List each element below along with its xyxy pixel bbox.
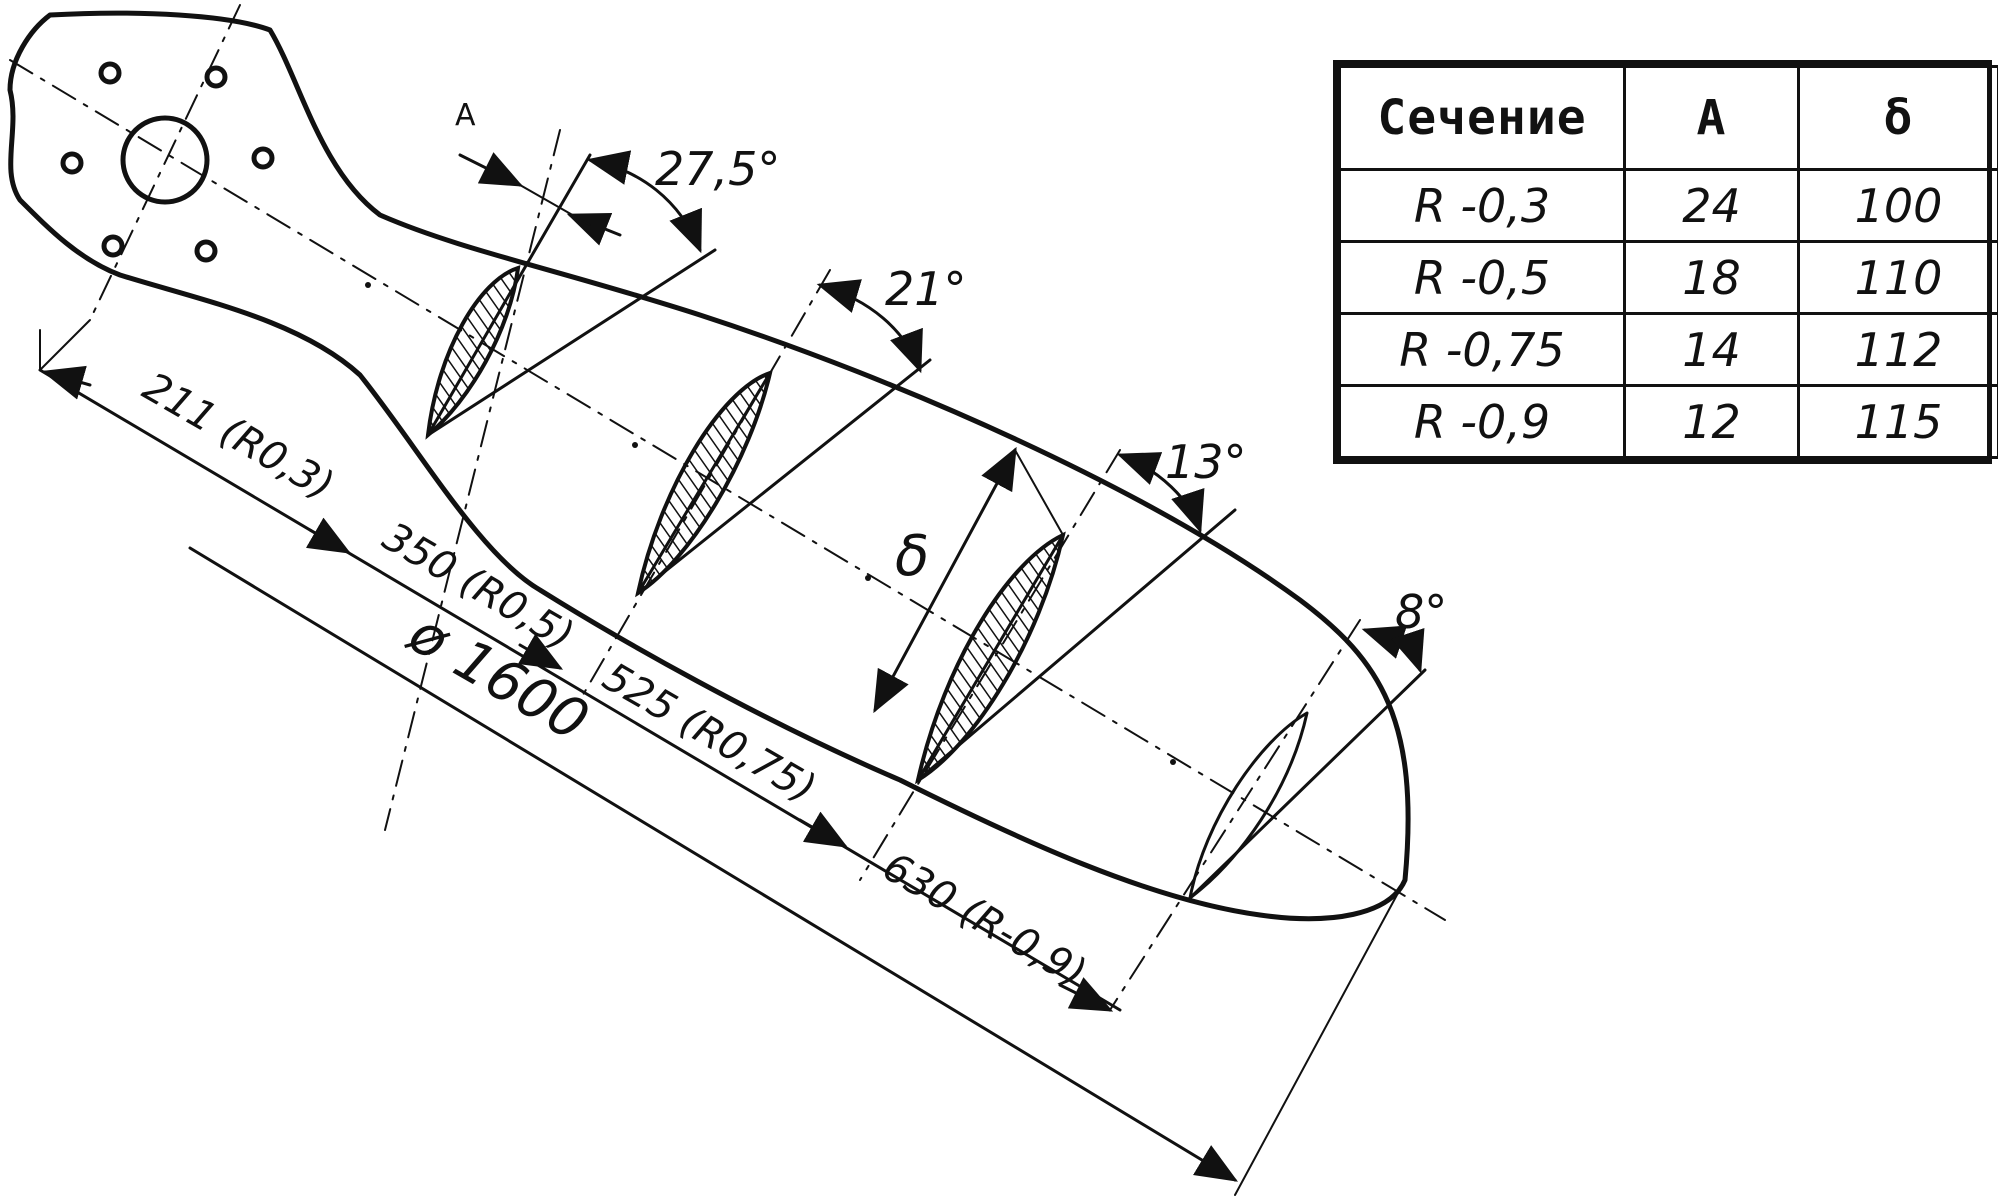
table-row: R -0,5 18 110 (1338, 240, 1998, 315)
table-cell-a: 14 (1623, 312, 1800, 387)
bolt-hole (204, 65, 228, 89)
table-cell-section: R -0,3 (1338, 168, 1626, 243)
table-cell-delta: 115 (1797, 384, 1998, 459)
table-cell-delta: 110 (1797, 240, 1998, 315)
section-r09 (1109, 619, 1427, 1011)
section-r075 (859, 449, 1237, 881)
center-axis (9, 4, 1446, 921)
label-angle-8: 8° (1395, 585, 1447, 639)
label-delta: δ (895, 524, 929, 589)
radius-dimensions (38, 319, 1122, 1012)
table-cell-a: 24 (1623, 168, 1800, 243)
section-r03 (384, 129, 717, 831)
dimension-delta (873, 446, 1064, 714)
table-row: R -0,75 14 112 (1338, 312, 1998, 387)
section-table: Сечение A δ R -0,3 24 100 R -0,5 18 110 … (1333, 60, 1998, 464)
angle-arcs (586, 150, 1425, 674)
table-cell-delta: 112 (1797, 312, 1998, 387)
table-cell-delta: 100 (1797, 168, 1998, 243)
table-header-section: Сечение (1338, 65, 1626, 171)
table-cell-section: R -0,5 (1338, 240, 1626, 315)
table-cell-section: R -0,75 (1338, 312, 1626, 387)
bolt-hole (98, 61, 122, 85)
blade-outline (7, 10, 1411, 922)
bolt-hole (194, 239, 218, 263)
label-dim-525: 525 (R0,75) (595, 654, 823, 812)
table-row: R -0,9 12 115 (1338, 384, 1998, 459)
table-header-a: A (1623, 65, 1800, 171)
bolt-hole (101, 234, 125, 258)
hub-center-hole (120, 115, 210, 205)
table-cell-a: 12 (1623, 384, 1800, 459)
section-table-grid: Сечение A δ R -0,3 24 100 R -0,5 18 110 … (1338, 65, 1998, 459)
label-angle-13: 13° (1165, 435, 1247, 489)
section-r05 (579, 269, 932, 701)
bolt-hole (60, 151, 84, 175)
hub-holes (60, 61, 275, 263)
table-cell-section: R -0,9 (1338, 384, 1626, 459)
table-header-row: Сечение A δ (1338, 65, 1998, 171)
label-angle-21: 21° (885, 262, 967, 316)
bolt-hole (251, 146, 275, 170)
table-header-delta: δ (1797, 65, 1998, 171)
diameter-dimension (188, 546, 1406, 1196)
label-angle-27-5: 27,5° (655, 142, 780, 196)
dimension-a (458, 152, 622, 246)
label-section-a: A (455, 98, 476, 133)
table-row: R -0,3 24 100 (1338, 168, 1998, 243)
table-cell-a: 18 (1623, 240, 1800, 315)
label-dim-630: 630 (R-0,9) (875, 844, 1094, 997)
